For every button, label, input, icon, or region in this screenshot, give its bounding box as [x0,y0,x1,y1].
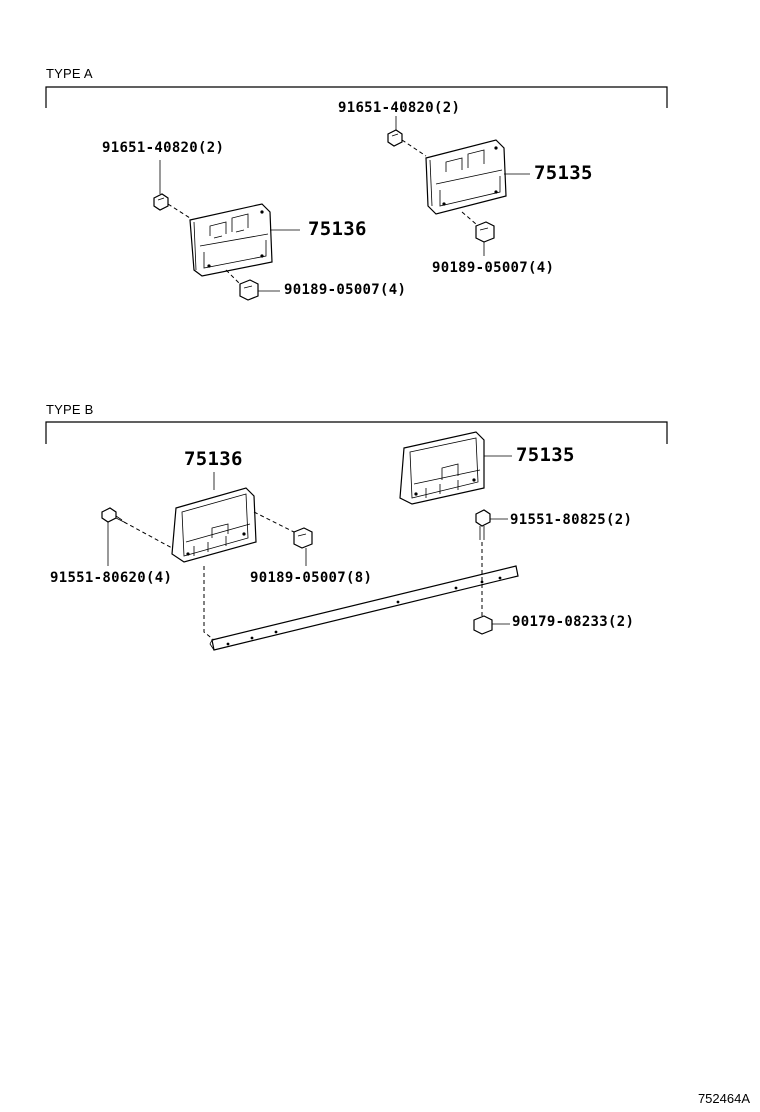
type-b-plate-75135-drawing [399,431,485,505]
type-b-right-bolt-part-number: 91551-80825(2) [510,512,633,528]
type-b-right-nut-part-number: 90179-08233(2) [512,614,635,630]
type-a-right-nut-icon [461,211,495,256]
type-a-right-bolt-icon [387,116,427,157]
type-b-bracket-line [45,421,668,444]
type-b-label: TYPE B [46,402,94,417]
type-b-left-nut-icon [253,511,313,566]
type-a-left-plate-part-number: 75136 [308,218,367,240]
type-a-label: TYPE A [46,66,93,81]
type-a-plate-75135-drawing [425,139,507,215]
type-a-right-bolt-part-number: 91651-40820(2) [338,100,461,116]
type-b-right-nut-icon [473,615,510,635]
type-a-bracket-line [45,86,668,108]
type-b-left-nut-part-number: 90189-05007(8) [250,570,373,586]
type-a-plate-75136-drawing [189,203,273,277]
type-b-right-bolt-icon [475,509,508,618]
type-b-mounting-rail [203,565,519,651]
type-a-right-nut-part-number: 90189-05007(4) [432,260,555,276]
type-a-left-nut-part-number: 90189-05007(4) [284,282,407,298]
reference-code: 752464A [697,1091,750,1106]
type-b-plate-75136-drawing [171,487,257,563]
type-b-left-screw-part-number: 91551-80620(4) [50,570,173,586]
type-a-left-bolt-part-number: 91651-40820(2) [102,140,225,156]
type-b-right-plate-part-number: 75135 [516,444,575,466]
type-a-right-plate-part-number: 75135 [534,162,593,184]
type-a-left-nut-icon [225,269,280,301]
type-b-left-plate-part-number: 75136 [184,448,243,470]
type-a-left-bolt-icon [153,160,191,219]
type-b-left-screw-icon [101,507,173,566]
